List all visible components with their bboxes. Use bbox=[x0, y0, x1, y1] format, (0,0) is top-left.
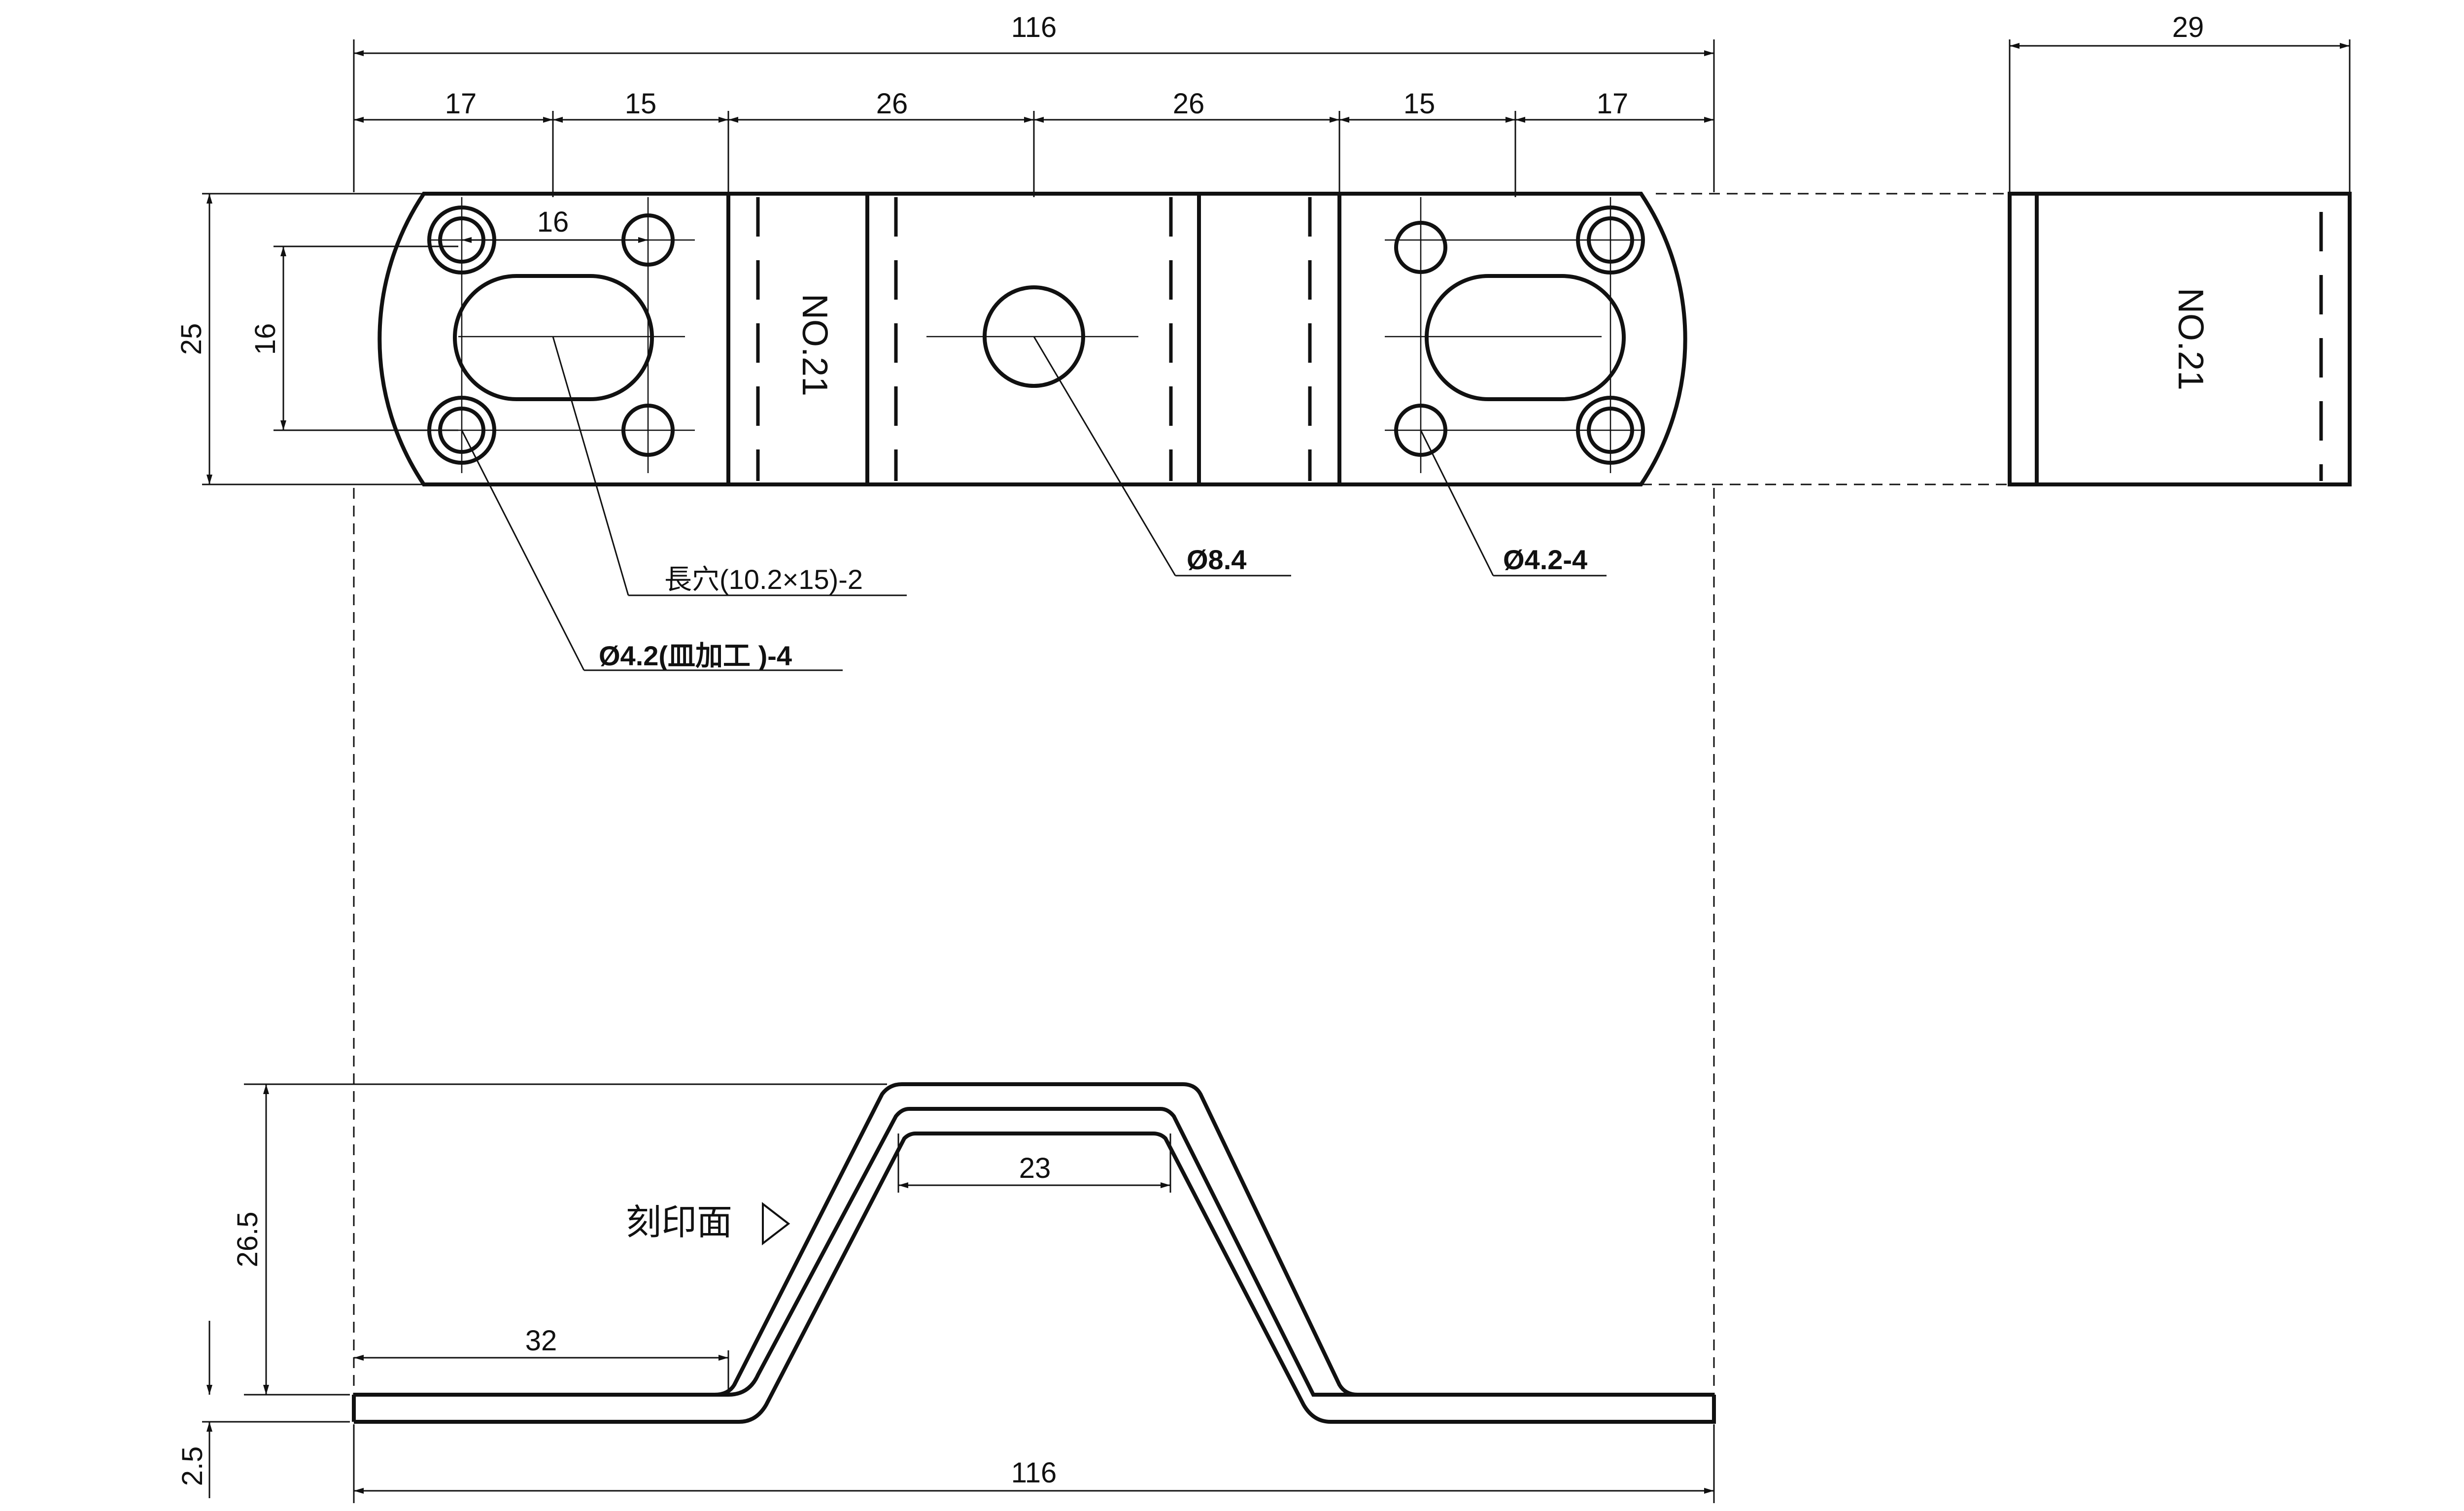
dim-chain-1: 17 bbox=[445, 88, 477, 120]
front-profile-outer bbox=[352, 1132, 1716, 1424]
note-holes-right: Ø4.2-4 bbox=[1503, 544, 1587, 575]
plan-outline bbox=[377, 192, 1687, 486]
dim-front-height: 26.5 bbox=[232, 1212, 264, 1268]
center-lines bbox=[429, 197, 1643, 473]
side-view: NO.21 bbox=[2008, 192, 2352, 486]
dim-height-25: 25 bbox=[175, 323, 207, 355]
leader-notes: 長穴(10.2×15)-2 Ø4.2(皿加工 )-4 Ø8.4 Ø4.2-4 bbox=[461, 336, 1607, 671]
note-slot: 長穴(10.2×15)-2 bbox=[664, 564, 863, 595]
stamp-face-label: 刻印面 bbox=[626, 1203, 732, 1242]
projection-lines bbox=[353, 193, 2007, 1395]
front-profile-top bbox=[354, 1082, 1714, 1397]
plan-view: NO.21 bbox=[377, 192, 1687, 486]
dim-thickness: 2.5 bbox=[176, 1446, 208, 1486]
dim-chain-3: 26 bbox=[876, 88, 908, 120]
note-center-hole: Ø8.4 bbox=[1187, 544, 1246, 575]
dim-top-flat: 23 bbox=[1019, 1152, 1051, 1184]
dim-pitch-16: 16 bbox=[537, 206, 569, 238]
stamp-text: NO.21 bbox=[795, 294, 834, 396]
dim-height-16: 16 bbox=[249, 323, 281, 355]
dim-chain-4: 26 bbox=[1173, 88, 1205, 120]
front-profile bbox=[354, 1107, 1714, 1397]
dim-chain-5: 15 bbox=[1403, 88, 1436, 120]
side-outline bbox=[2008, 192, 2352, 486]
dim-chain-2: 15 bbox=[625, 88, 657, 120]
left-dimensions: 25 16 bbox=[175, 193, 458, 485]
dim-overall-width: 116 bbox=[1011, 11, 1057, 43]
dim-flange: 32 bbox=[525, 1325, 557, 1357]
slot-left bbox=[453, 274, 654, 401]
dim-chain-6: 17 bbox=[1597, 88, 1629, 120]
front-view bbox=[352, 1082, 1716, 1424]
top-dimensions: 116 17 15 26 26 15 17 29 16 bbox=[353, 11, 2351, 243]
stamp-face-arrow-icon bbox=[762, 1202, 790, 1246]
front-dimensions: 26.5 2.5 23 32 116 刻印面 bbox=[176, 1083, 1715, 1503]
dim-front-overall: 116 bbox=[1011, 1457, 1057, 1489]
dim-side-width: 29 bbox=[2172, 11, 2204, 43]
side-stamp-text: NO.21 bbox=[2171, 288, 2210, 390]
slot-right bbox=[1425, 274, 1626, 401]
note-holes-left: Ø4.2(皿加工 )-4 bbox=[599, 640, 792, 671]
